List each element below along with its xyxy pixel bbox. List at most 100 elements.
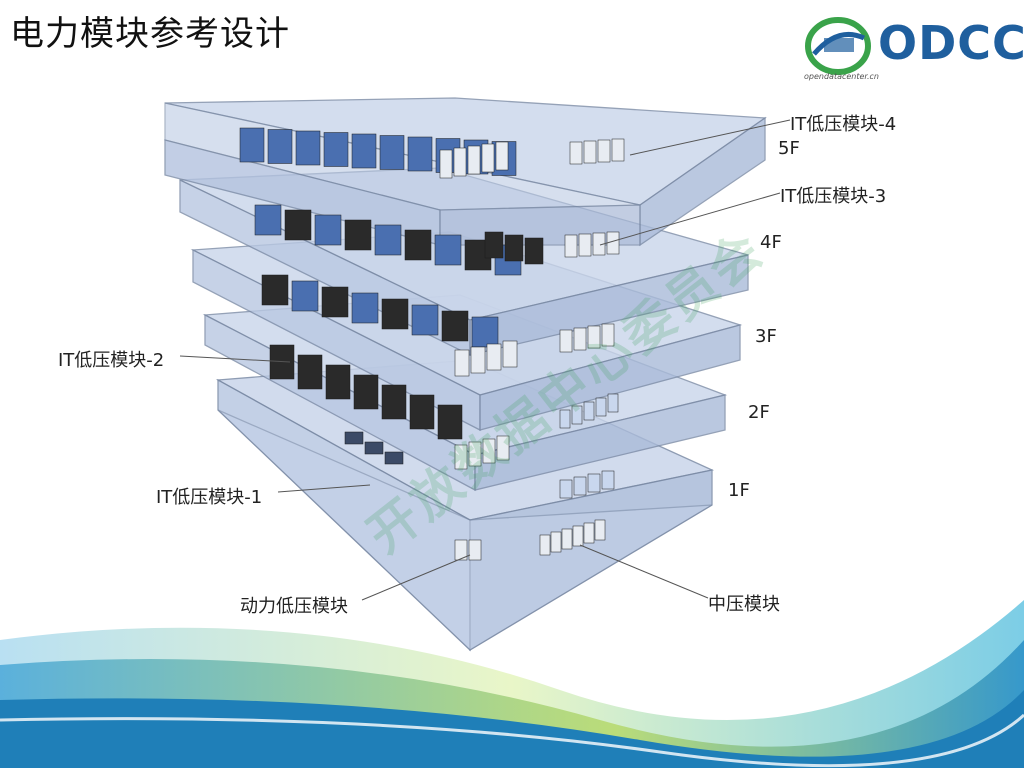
equipment-1f [559, 479, 573, 499]
cabinet-5f [611, 138, 625, 162]
floor-label-5f: 5F [778, 138, 800, 159]
cabinet-2f [482, 438, 496, 464]
leader-lines [179, 119, 791, 601]
medium-voltage-cabinet [550, 531, 562, 553]
leader-power [361, 554, 471, 601]
rack-5f [351, 133, 377, 169]
power-low-voltage-cabinet [468, 539, 482, 561]
cabinet-3f [470, 346, 486, 374]
rack-2f [325, 364, 351, 400]
equipment-1f [344, 431, 364, 445]
rack-2f [381, 384, 407, 420]
label-it-module-3: IT低压模块-3 [780, 186, 887, 207]
label-it-module-4: IT低压模块-4 [790, 114, 897, 135]
rack-5f [295, 130, 321, 166]
rack-3f [321, 286, 349, 318]
leader-it-3 [599, 192, 781, 246]
cabinet-2f [468, 441, 482, 467]
equipment-1f [384, 451, 404, 465]
rack-3f [261, 274, 289, 306]
label-power-module: 动力低压模块 [240, 596, 348, 617]
cabinet-3f [454, 349, 470, 377]
floor-label-4f: 4F [760, 232, 782, 253]
cabinet-2f [496, 435, 510, 461]
power-low-voltage-cabinet [454, 539, 468, 561]
rack-4f [344, 219, 372, 251]
medium-voltage-cabinet [583, 522, 595, 544]
cabinet-3f [502, 340, 518, 368]
cabinet-3f [559, 329, 573, 353]
rack-4f [404, 229, 432, 261]
rack-5f [239, 127, 265, 163]
label-mv-module: 中压模块 [708, 594, 780, 615]
rack-5f [379, 135, 405, 170]
medium-voltage-cabinet [572, 525, 584, 547]
cabinet-5f [583, 140, 597, 164]
rack-4f [484, 231, 504, 259]
cabinet-5f [481, 143, 495, 173]
rack-2f [437, 404, 463, 440]
cabinet-3f [573, 327, 587, 351]
rack-4f [374, 224, 402, 256]
leader-it-4 [629, 119, 791, 156]
rack-4f [524, 237, 544, 265]
leader-it-1 [277, 484, 371, 493]
cabinet-5f [597, 139, 611, 163]
equipment-1f [364, 441, 384, 455]
rack-2f [409, 394, 435, 430]
cabinet-4f [606, 231, 620, 255]
rack-2f [353, 374, 379, 410]
rack-3f [381, 298, 409, 330]
logo-url: opendatacenter.cn [804, 72, 879, 81]
cabinet-5f [467, 145, 481, 175]
medium-voltage-cabinet [561, 528, 573, 550]
equipment-1f [587, 473, 601, 493]
odcc-logo-emblem [805, 17, 871, 75]
cabinet-4f [564, 234, 578, 258]
slide-title: 电力模块参考设计 [10, 14, 290, 54]
cabinet-2f [595, 397, 607, 417]
rack-3f [471, 316, 499, 348]
cabinet-3f [486, 343, 502, 371]
floor-label-2f: 2F [748, 402, 770, 423]
floor-label-1f: 1F [728, 480, 750, 501]
rack-2f [297, 354, 323, 390]
leader-mv [579, 544, 709, 599]
medium-voltage-cabinet [539, 534, 551, 556]
cabinet-4f [578, 233, 592, 257]
medium-voltage-cabinet [594, 519, 606, 541]
label-it-module-1: IT低压模块-1 [156, 487, 263, 508]
rack-3f [411, 304, 439, 336]
cabinet-2f [571, 405, 583, 425]
cabinet-5f [495, 141, 509, 171]
equipment-1f [573, 476, 587, 496]
cabinet-3f [601, 323, 615, 347]
equipment-1f [601, 470, 615, 490]
rack-5f [323, 132, 349, 167]
rack-4f [254, 204, 282, 236]
rack-5f [407, 136, 433, 172]
rack-3f [291, 280, 319, 312]
cabinet-2f [559, 409, 571, 429]
decorative-waves [0, 600, 1024, 768]
cabinet-3f [587, 325, 601, 349]
equipment-racks [239, 127, 625, 561]
cabinet-5f [453, 147, 467, 177]
odcc-logo-text: ODCC [878, 16, 1024, 70]
rack-4f [314, 214, 342, 246]
rack-5f [267, 129, 293, 164]
rack-3f [441, 310, 469, 342]
leader-it-2 [179, 355, 291, 363]
floor-label-3f: 3F [755, 326, 777, 347]
cabinet-2f [583, 401, 595, 421]
rack-3f [351, 292, 379, 324]
label-it-module-2: IT低压模块-2 [58, 350, 165, 371]
cabinet-2f [607, 393, 619, 413]
cabinet-2f [454, 444, 468, 470]
rack-4f [504, 234, 524, 262]
cabinet-5f [569, 141, 583, 165]
rack-4f [434, 234, 462, 266]
rack-4f [284, 209, 312, 241]
cabinet-5f [439, 149, 453, 179]
